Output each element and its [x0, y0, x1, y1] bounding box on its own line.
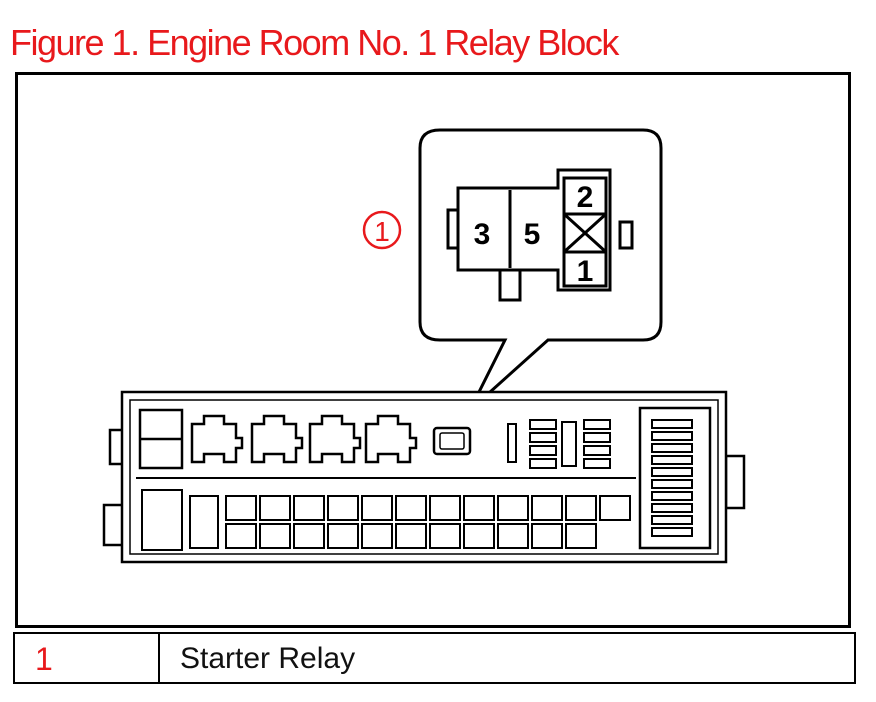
legend-row-number: 1: [15, 634, 160, 682]
starter-relay-socket: [432, 426, 472, 456]
callout-number-marker: 1: [362, 210, 402, 250]
relay-socket: [250, 414, 304, 464]
terminal-1-label: 1: [577, 255, 594, 288]
starter-relay-connector: [446, 168, 634, 302]
figure-title: Figure 1. Engine Room No. 1 Relay Block: [10, 22, 619, 63]
terminal-2-label: 2: [577, 181, 594, 214]
fuse-slot-large: [138, 408, 184, 470]
lower-fuse-area: [141, 489, 631, 551]
side-fuse-bank: [651, 419, 693, 537]
callout-number: 1: [374, 216, 390, 247]
relay-socket: [190, 414, 244, 464]
mini-fuse-slots: [507, 419, 611, 469]
legend-row-name: Starter Relay: [180, 642, 356, 675]
terminal-5-label: 5: [524, 218, 541, 251]
relay-socket: [308, 414, 362, 464]
relay-socket: [364, 414, 418, 464]
diagram-frame: [15, 72, 851, 628]
legend-table: 1 Starter Relay: [13, 632, 856, 684]
terminal-3-label: 3: [474, 218, 491, 251]
